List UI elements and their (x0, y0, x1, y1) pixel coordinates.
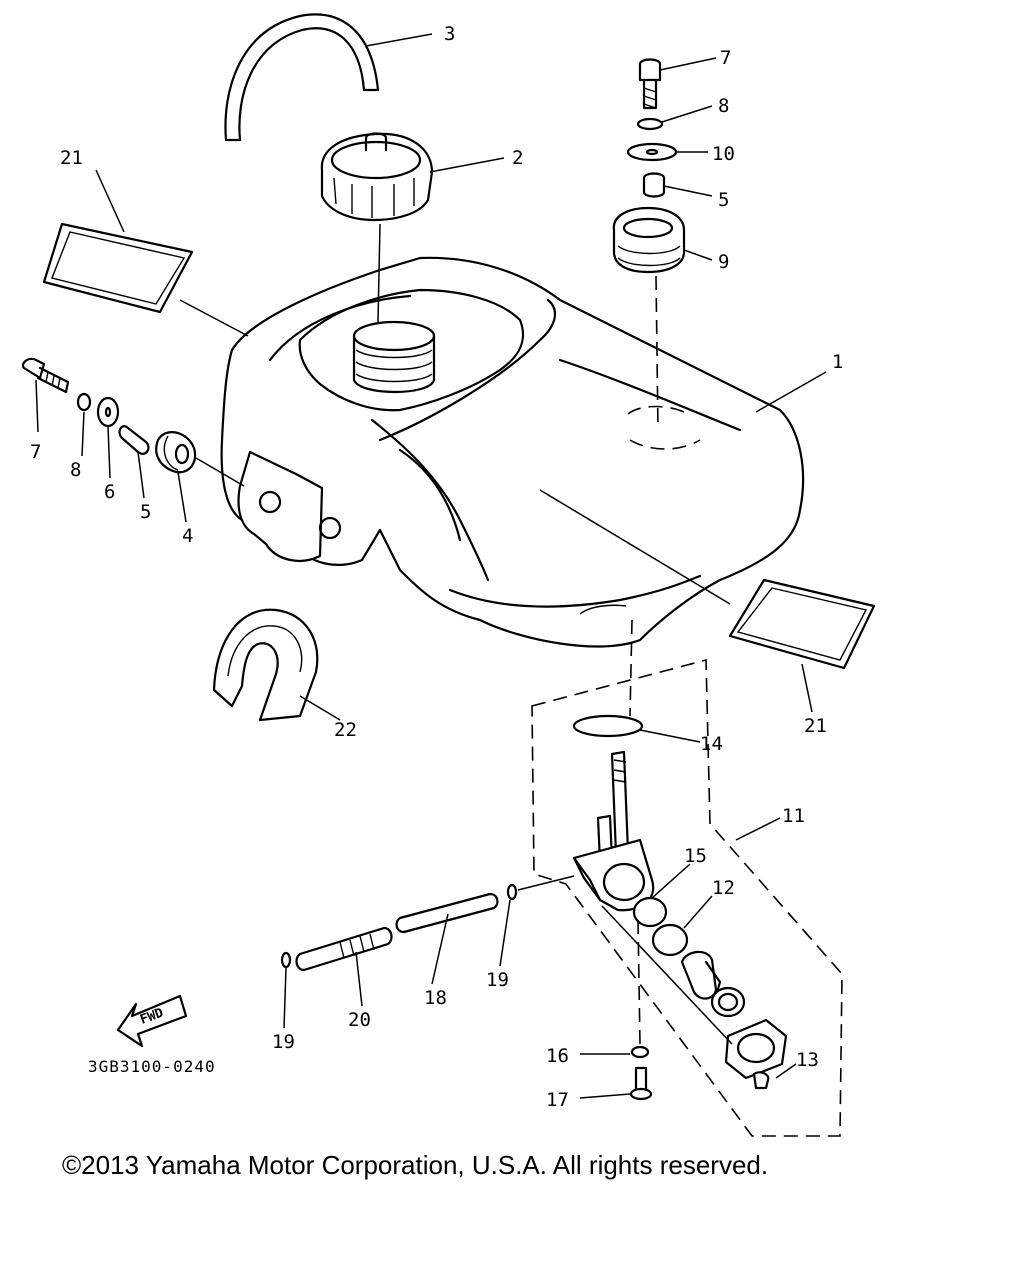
label-part-3: 3 (444, 23, 455, 45)
tank-pad-part (212, 608, 319, 722)
label-part-6: 6 (104, 481, 115, 503)
part-number-labels: 3 2 21 7 8 10 5 9 1 7 8 6 5 4 22 21 14 1… (30, 23, 843, 1111)
label-part-7-top: 7 (720, 47, 731, 69)
label-part-21-left: 21 (60, 147, 83, 169)
fuel-cap-part (320, 132, 434, 222)
fuel-cock-assembly (531, 619, 843, 1137)
label-part-13: 13 (796, 1049, 819, 1071)
label-part-15: 15 (684, 845, 707, 867)
label-part-10: 10 (712, 143, 735, 165)
label-part-9: 9 (718, 251, 729, 273)
label-part-18: 18 (424, 987, 447, 1009)
label-part-11: 11 (782, 805, 805, 827)
side-mount-hardware (21, 357, 245, 487)
label-part-2: 2 (512, 147, 523, 169)
forward-arrow-icon: FWD (116, 994, 188, 1048)
label-part-19-left: 19 (272, 1031, 295, 1053)
label-part-19-right: 19 (486, 969, 509, 991)
label-part-17: 17 (546, 1089, 569, 1111)
diagram-code: 3GB3100-0240 (88, 1057, 216, 1076)
label-part-14: 14 (700, 733, 723, 755)
label-part-21-right: 21 (804, 715, 827, 737)
label-part-1: 1 (832, 351, 843, 373)
label-part-12: 12 (712, 877, 735, 899)
fuel-hose-parts (280, 875, 575, 972)
label-part-7-left: 7 (30, 441, 41, 463)
sticker-left-part (42, 222, 194, 314)
label-part-5-left: 5 (140, 501, 151, 523)
copyright-notice: ©2013 Yamaha Motor Corporation, U.S.A. A… (62, 1150, 769, 1180)
fuel-tank-part (220, 256, 805, 648)
label-part-5-top: 5 (718, 189, 729, 211)
label-part-22: 22 (334, 719, 357, 741)
label-part-20: 20 (348, 1009, 371, 1031)
label-part-16: 16 (546, 1045, 569, 1067)
label-part-8-top: 8 (718, 95, 729, 117)
breather-hose-part (224, 13, 380, 142)
label-part-8-left: 8 (70, 459, 81, 481)
exploded-parts-diagram: FWD 3 2 21 7 (21, 13, 876, 1137)
sticker-right-part (728, 578, 876, 670)
label-part-4: 4 (182, 525, 193, 547)
leader-lines (35, 33, 827, 1099)
